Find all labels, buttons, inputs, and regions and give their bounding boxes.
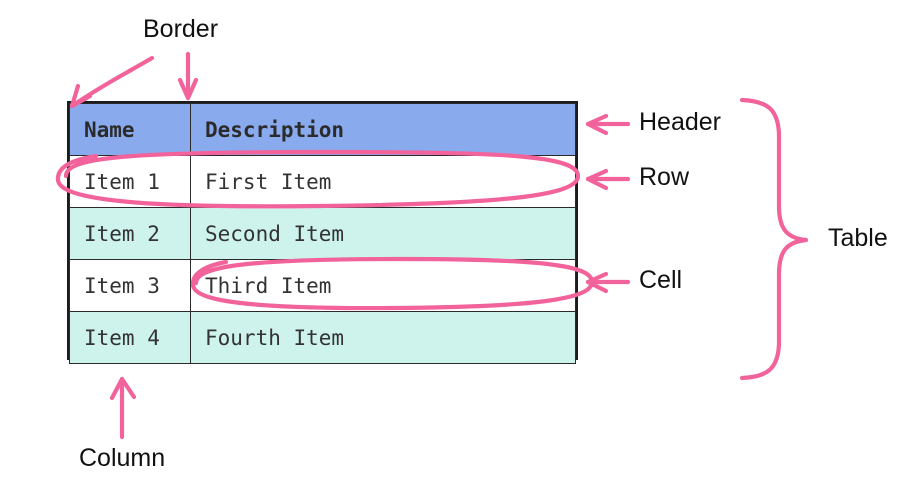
cell-description: First Item [190,155,576,208]
annotation-label-cell: Cell [639,266,683,294]
cell-name: Item 3 [69,259,191,312]
annotation-label-column: Column [79,444,166,472]
annotation-label-header: Header [639,108,721,136]
annotation-label-border: Border [143,15,219,43]
column-header-name: Name [69,103,191,156]
cell-description: Second Item [190,207,576,260]
table-row: Item 3 Third Item [69,259,576,312]
cell-description: Fourth Item [190,311,576,364]
cell-name: Item 1 [69,155,191,208]
table-container: Name Description Item 1 First Item Item … [67,101,578,364]
annotation-label-row: Row [639,163,690,191]
annotation-label-table: Table [828,224,888,252]
border-arrow-down-icon [177,51,199,101]
table-row: Item 2 Second Item [69,207,576,260]
header-arrow-left-icon [585,113,631,136]
border-arrow-diagonal-down-left-icon [69,55,155,109]
cell-name: Item 2 [69,207,191,260]
header-row: Name Description [69,103,576,156]
table-row: Item 1 First Item [69,155,576,208]
table-curly-brace-icon [739,97,809,381]
cell-name: Item 4 [69,311,191,364]
table-header: Name Description [69,103,576,156]
table-row: Item 4 Fourth Item [69,311,576,364]
row-arrow-left-icon [585,168,631,191]
table-body: Item 1 First Item Item 2 Second Item Ite… [69,155,576,364]
cell-arrow-left-icon [585,271,631,294]
data-table: Name Description Item 1 First Item Item … [69,103,576,364]
column-arrow-up-icon [109,376,137,440]
column-header-description: Description [190,103,576,156]
cell-description: Third Item [190,259,576,312]
